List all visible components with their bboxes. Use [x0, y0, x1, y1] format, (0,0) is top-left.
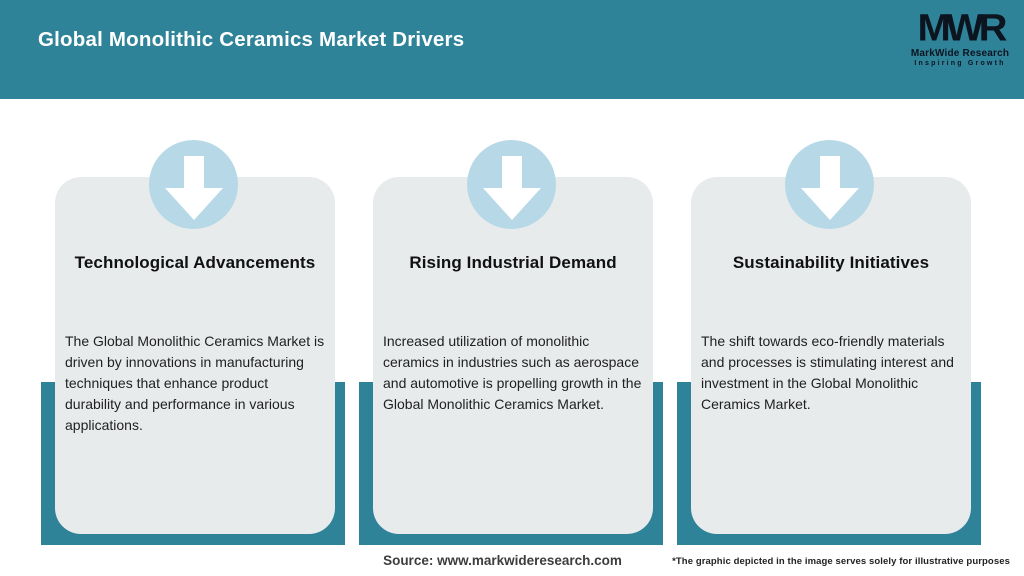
down-arrow-icon	[482, 155, 541, 220]
icon-circle	[149, 140, 238, 229]
disclaimer-text: *The graphic depicted in the image serve…	[672, 556, 1010, 567]
icon-circle	[467, 140, 556, 229]
driver-card	[373, 177, 653, 534]
card-title: Sustainability Initiatives	[732, 253, 930, 272]
down-arrow-icon	[164, 155, 223, 220]
markwide-research-logo: MWR MarkWide Research Inspiring Growth	[910, 9, 1010, 67]
card-title: Rising Industrial Demand	[409, 253, 617, 272]
logo-tagline: Inspiring Growth	[914, 60, 1006, 67]
driver-card	[55, 177, 335, 534]
down-arrow-icon	[800, 155, 859, 220]
header-bar: Global Monolithic Ceramics Market Driver…	[0, 0, 1024, 99]
source-text: Source: www.markwideresearch.com	[383, 553, 622, 568]
driver-card	[691, 177, 971, 534]
driver-card-group-1: Technological Advancements The Global Mo…	[41, 140, 345, 545]
card-description: The Global Monolithic Ceramics Market is…	[65, 333, 325, 433]
card-description: Increased utilization of monolithic cera…	[383, 333, 642, 412]
icon-circle	[785, 140, 874, 229]
driver-card-group-2: Rising Industrial Demand Increased utili…	[359, 140, 663, 545]
page-title: Global Monolithic Ceramics Market Driver…	[38, 28, 465, 51]
driver-card-group-3: Sustainability Initiatives The shift tow…	[677, 140, 981, 545]
logo-acronym: MWR	[917, 7, 1008, 49]
card-title: Technological Advancements	[74, 253, 316, 272]
logo-company-name: MarkWide Research	[910, 48, 1010, 59]
card-description: The shift towards eco-friendly materials…	[701, 333, 954, 412]
